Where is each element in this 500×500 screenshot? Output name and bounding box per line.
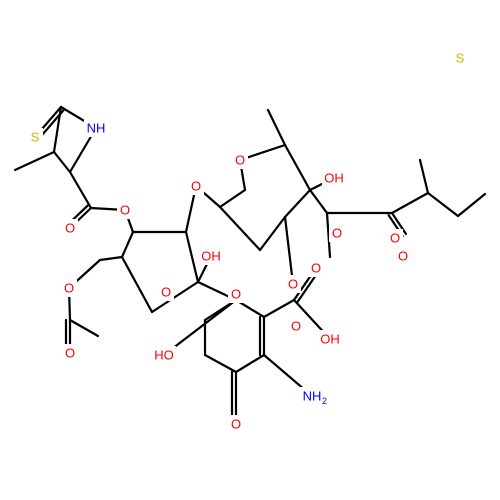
- atom-o10: O: [395, 247, 411, 265]
- bond-s2c1-s2ca: [218, 205, 262, 252]
- atom-oh2: OH: [322, 169, 346, 187]
- atom-subscript: 2: [322, 396, 327, 406]
- atom-label: S: [31, 130, 40, 145]
- atom-label: O: [390, 231, 400, 246]
- atom-o6: O: [61, 279, 77, 297]
- bond-layer: [13, 105, 487, 426]
- atom-o3: O: [188, 177, 204, 195]
- atom-label: O: [65, 346, 75, 361]
- atom-o8: O: [228, 285, 244, 303]
- bond-s1cO-s1c3: [150, 280, 200, 314]
- bond-s2c3-s2c4: [283, 188, 312, 219]
- bond-ester-ec2: [390, 191, 430, 215]
- bond-s1c2-s1c3: [184, 230, 200, 284]
- atom-label: O: [311, 261, 321, 276]
- atom-label: O: [231, 417, 241, 432]
- atom-label: S: [456, 51, 465, 66]
- bond-ec2-ecMe: [418, 158, 430, 195]
- bond-ch1-ch1Me: [325, 211, 332, 259]
- bond-s2c2-s2cMe: [266, 108, 287, 147]
- atom-o12: O: [329, 224, 345, 242]
- bond-s1c-s1c6: [120, 230, 135, 259]
- atom-label: O: [191, 179, 201, 194]
- atom-label: O: [161, 285, 171, 300]
- atom-s2: S: [27, 128, 43, 146]
- atom-o5: O: [158, 283, 174, 301]
- atom-label: O: [231, 287, 241, 302]
- atom-label: O: [235, 153, 245, 168]
- atom-o9: O: [285, 275, 301, 293]
- atom-nh: NH: [84, 119, 108, 137]
- atom-o4: O: [232, 151, 248, 169]
- atom-label: OH: [320, 332, 340, 347]
- bond-ring2-OH3: [162, 298, 238, 357]
- atom-o2: O: [117, 201, 133, 219]
- bond-ts_c4-tc: [68, 170, 93, 210]
- bond-s2c3-ch1: [308, 188, 329, 215]
- bond-ts_c5-ts_c4: [52, 150, 72, 174]
- atom-label: HO: [154, 348, 174, 363]
- atom-o13: O: [387, 229, 403, 247]
- atom-label: O: [288, 277, 298, 292]
- atom-oh4: OH: [318, 330, 342, 348]
- bond-s2c1-s2cb: [218, 188, 247, 209]
- atom-o15: O: [308, 259, 324, 277]
- atom-label: O: [64, 281, 74, 296]
- atom-o1: O: [62, 219, 78, 237]
- atom-o11: O: [228, 415, 244, 433]
- atom-label: O: [398, 249, 408, 264]
- atom-s1: S: [452, 49, 468, 67]
- atom-label: NH: [303, 389, 322, 404]
- atom-label: OH: [201, 249, 221, 264]
- bond-s2c4-O9: [283, 215, 295, 286]
- atom-label: NH: [87, 121, 106, 136]
- atom-label: O: [65, 221, 75, 236]
- atom-oh3: HO: [152, 346, 176, 364]
- atom-label: OH: [324, 171, 344, 186]
- bond-ac-acMe: [68, 318, 100, 338]
- bond-ring6-ring5: [203, 353, 238, 374]
- atom-o7: O: [62, 344, 78, 362]
- atom-label: O: [291, 319, 301, 334]
- bond-ec2-ec3: [426, 191, 460, 218]
- atom-oh1: OH: [199, 247, 223, 265]
- atom-o14: O: [288, 317, 304, 335]
- bond-ester-ecO: [390, 211, 408, 236]
- bond-s2c2-s2c3: [283, 143, 312, 192]
- bond-s1c6-ch2: [98, 255, 124, 262]
- atom-label: O: [332, 226, 342, 241]
- atom-label: O: [120, 203, 130, 218]
- bond-s1c6-s1cO: [120, 255, 154, 314]
- bond-ec3-ec4: [456, 192, 487, 218]
- bond-ring3-cooh: [262, 298, 296, 319]
- bond-ts_c5-ts_me: [13, 150, 56, 172]
- bond-s2c4-s2ca: [258, 215, 287, 252]
- bond-ring5-ring4: [234, 353, 266, 374]
